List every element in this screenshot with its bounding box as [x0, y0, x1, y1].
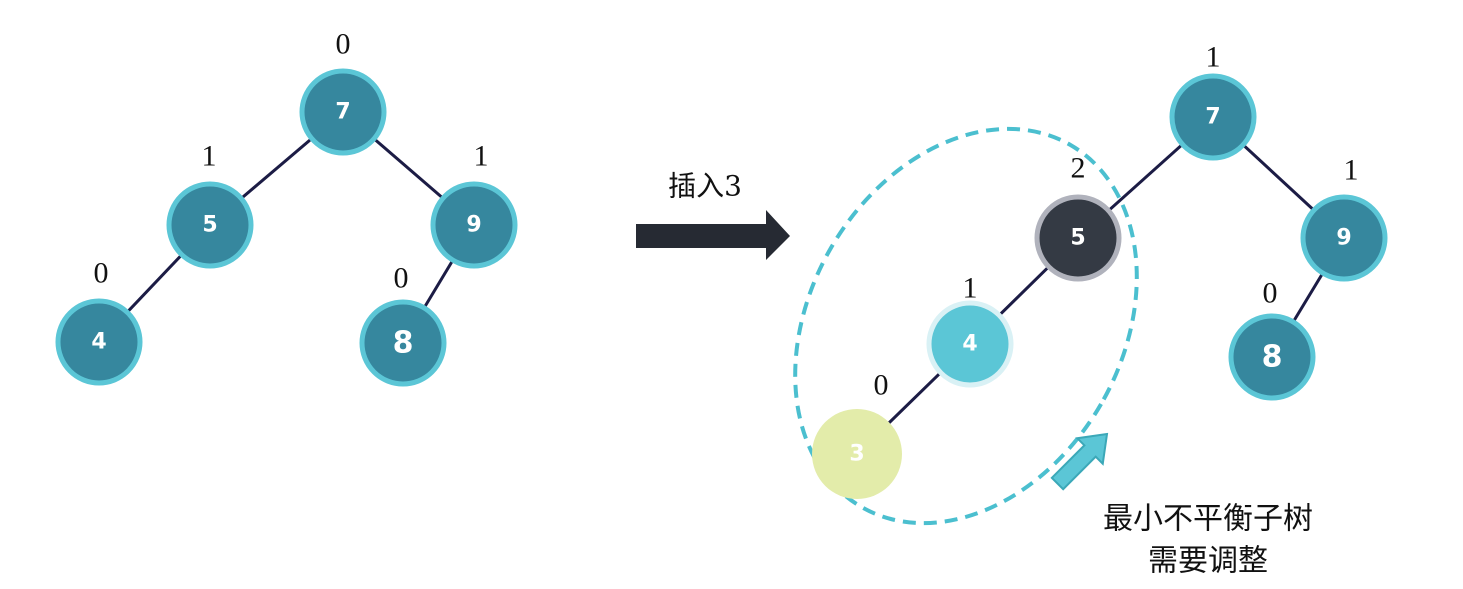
- up-left-arrow-icon: [1050, 432, 1109, 491]
- node-9-after-key: 9: [1336, 226, 1351, 251]
- balance-5-after: 2: [1071, 152, 1086, 185]
- balance-9-before: 1: [474, 140, 489, 173]
- annotation: 最小不平衡子树 需要调整: [1050, 432, 1313, 579]
- node-3-after: 3: [812, 409, 902, 499]
- node-8-before-key: 8: [393, 326, 414, 361]
- node-8-after-key: 8: [1262, 340, 1283, 375]
- after-tree: 7 5 9 4 8 3 1 2 1 1 0 0: [793, 41, 1388, 526]
- node-9-before-key: 9: [466, 213, 481, 238]
- node-4-before: 4: [55, 298, 143, 386]
- balance-5-before: 1: [202, 140, 217, 173]
- node-9-after: 9: [1300, 194, 1388, 282]
- balance-7-before: 0: [336, 28, 351, 61]
- insert-operation: 插入3: [636, 170, 790, 260]
- node-5-before: 5: [166, 181, 254, 269]
- node-5-before-key: 5: [202, 213, 217, 238]
- annotation-line-2: 需要调整: [1148, 544, 1268, 579]
- balance-7-after: 1: [1206, 41, 1221, 74]
- node-9-before: 9: [430, 181, 518, 269]
- node-7-before: 7: [299, 68, 387, 156]
- balance-9-after: 1: [1344, 154, 1359, 187]
- node-8-after: 8: [1228, 313, 1316, 401]
- balance-4-before: 0: [94, 257, 109, 290]
- node-4-before-key: 4: [91, 330, 106, 355]
- balance-3-after: 0: [874, 369, 889, 402]
- balance-8-before: 0: [394, 262, 409, 295]
- node-7-after-key: 7: [1205, 105, 1220, 130]
- node-3-after-key: 3: [849, 442, 864, 467]
- before-tree: 7 5 9 4 8 0 1 1 0 0: [55, 28, 518, 387]
- node-7-after: 7: [1169, 73, 1257, 161]
- node-7-before-key: 7: [335, 100, 350, 125]
- min-unbalanced-subtree-outline: [793, 126, 1139, 526]
- node-8-before: 8: [359, 299, 447, 387]
- balance-8-after: 0: [1263, 277, 1278, 310]
- node-5-after: 5: [1034, 194, 1122, 282]
- operation-label: 插入3: [668, 170, 742, 203]
- node-4-after: 4: [926, 300, 1014, 388]
- right-arrow-icon: [636, 210, 790, 260]
- balance-4-after: 1: [963, 272, 978, 305]
- annotation-line-1: 最小不平衡子树: [1103, 502, 1313, 537]
- node-5-after-key: 5: [1070, 226, 1085, 251]
- node-4-after-key: 4: [962, 332, 977, 357]
